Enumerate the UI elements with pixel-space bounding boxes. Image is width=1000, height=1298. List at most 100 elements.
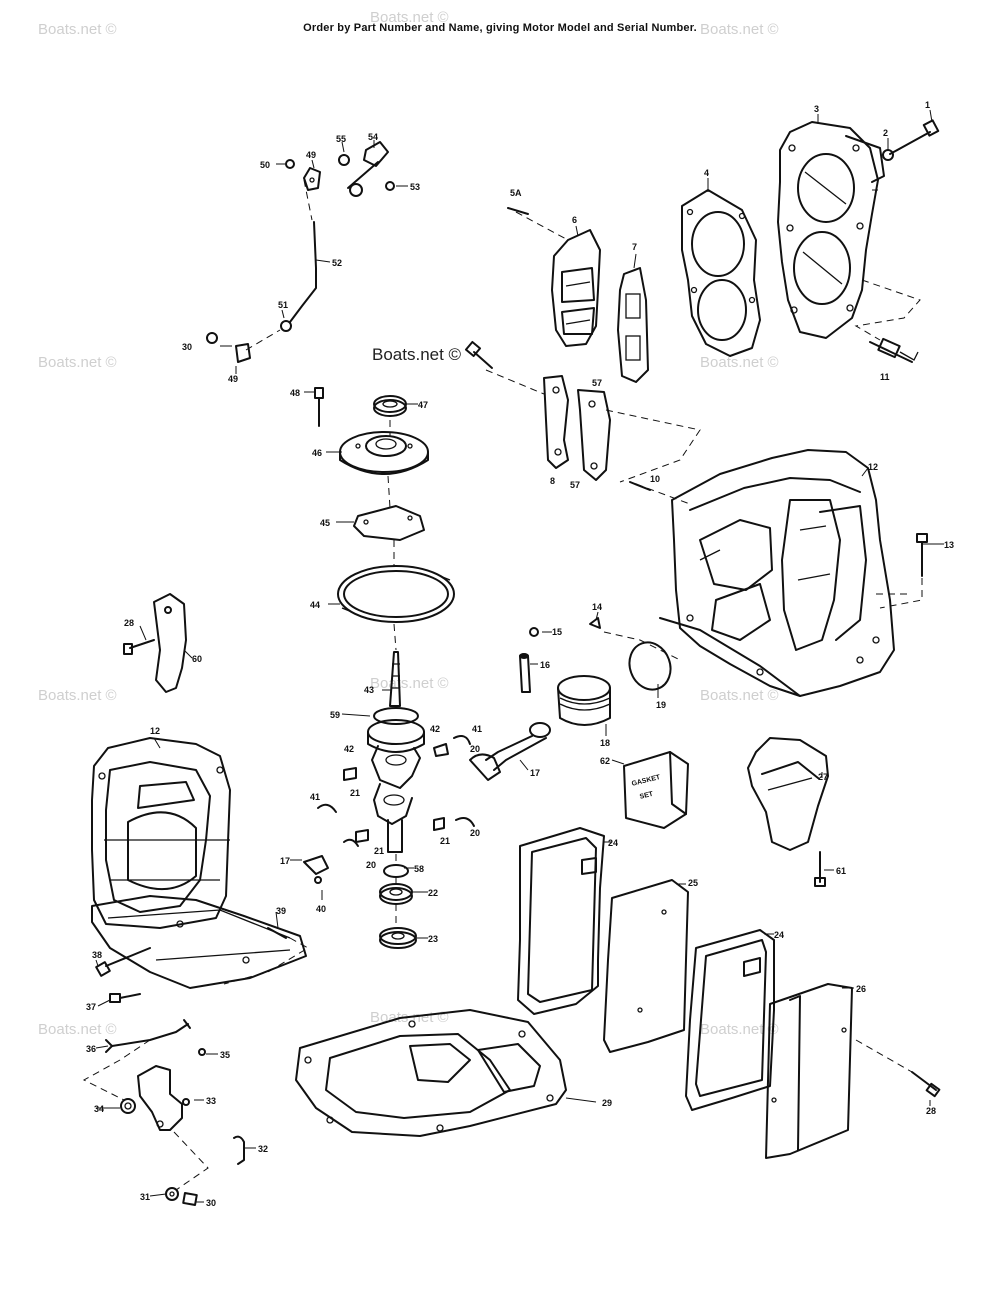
cover-gasket <box>617 267 649 383</box>
part-number-labels: 1 2 3 4 5A 6 7 8 10 11 12 12 13 14 15 16… <box>86 100 954 1208</box>
watermark: Boats.net © <box>38 1021 117 1038</box>
gasket-set-box: GASKET SET <box>623 751 689 829</box>
watermark: Boats.net © <box>700 1021 779 1038</box>
part-label: 8 <box>550 476 555 486</box>
part-label: 53 <box>410 182 420 192</box>
throttle-link-rod <box>206 221 317 363</box>
part-label: 29 <box>602 1098 612 1108</box>
part-label: 28 <box>926 1106 936 1116</box>
part-label: 12 <box>868 462 878 472</box>
bracket <box>123 593 187 693</box>
part-label: 12 <box>150 726 160 736</box>
part-label: 40 <box>316 904 326 914</box>
part-label: 14 <box>592 602 602 612</box>
gasket-plate <box>685 929 775 1111</box>
part-label: 49 <box>228 374 238 384</box>
part-label: 27 <box>818 772 828 782</box>
part-label: 17 <box>280 856 290 866</box>
gasket-set-line2: SET <box>639 791 655 801</box>
part-label: 34 <box>94 1104 104 1114</box>
cover-bolt <box>882 119 940 161</box>
watermark: Boats.net © <box>370 9 449 26</box>
part-label: 38 <box>92 950 102 960</box>
part-label: 4 <box>704 168 709 178</box>
part-label: 26 <box>856 984 866 994</box>
spark-plug <box>869 337 919 363</box>
upper-bearing-housing <box>339 431 429 475</box>
bolts-left <box>95 927 287 1003</box>
lower-seal <box>379 927 417 949</box>
gasket-plate <box>517 827 605 1015</box>
part-label: 37 <box>86 1002 96 1012</box>
page-header: Order by Part Number and Name, giving Mo… <box>303 22 697 34</box>
part-label: 43 <box>364 685 374 695</box>
throttle-cam <box>303 167 321 191</box>
part-label: 21 <box>440 836 450 846</box>
part-label: 20 <box>470 744 480 754</box>
crankshaft <box>367 651 425 853</box>
part-label: 23 <box>428 934 438 944</box>
throttle-lever <box>120 1048 206 1131</box>
part-label: 54 <box>368 132 378 142</box>
part-label: 42 <box>344 744 354 754</box>
part-label: 25 <box>688 878 698 888</box>
o-ring-plate <box>337 565 455 623</box>
part-label: 2 <box>883 128 888 138</box>
watermark-strong: Boats.net © <box>372 345 462 364</box>
part-label: 36 <box>86 1044 96 1054</box>
part-label: 7 <box>632 242 637 252</box>
part-label: 57 <box>592 378 602 388</box>
part-label: 55 <box>336 134 346 144</box>
cylinder-head-gasket <box>681 189 761 357</box>
watermarks: Boats.net © Boats.net © Boats.net © Boat… <box>38 9 779 1038</box>
ball-bearing <box>379 883 413 905</box>
part-label: 6 <box>572 215 577 225</box>
bearing-cages <box>303 735 475 884</box>
part-label: 47 <box>418 400 428 410</box>
watermark: Boats.net © <box>700 21 779 38</box>
part-label: 45 <box>320 518 330 528</box>
leader-lines <box>95 109 944 1203</box>
cylinder-head-cover <box>777 121 885 339</box>
part-label: 16 <box>540 660 550 670</box>
bolt <box>464 207 529 369</box>
part-label: 5A <box>510 188 522 198</box>
part-label: 11 <box>880 372 890 382</box>
part-label: 18 <box>600 738 610 748</box>
watermark: Boats.net © <box>38 21 117 38</box>
part-label: 30 <box>182 342 192 352</box>
cover <box>747 737 829 851</box>
part-label: 24 <box>608 838 618 848</box>
connecting-rod <box>469 722 551 781</box>
part-label: 49 <box>306 150 316 160</box>
screw <box>814 851 826 887</box>
wrist-pin <box>519 653 531 693</box>
part-label: 41 <box>310 792 320 802</box>
part-label: 58 <box>414 864 424 874</box>
watermark: Boats.net © <box>700 354 779 371</box>
cover-plate <box>765 983 853 1159</box>
base-gasket <box>295 1009 567 1137</box>
part-label: 17 <box>530 768 540 778</box>
part-label: 24 <box>774 930 784 940</box>
part-label: 52 <box>332 258 342 268</box>
bearing-seal <box>373 395 407 417</box>
watermark: Boats.net © <box>38 354 117 371</box>
watermark: Boats.net © <box>700 687 779 704</box>
part-label: 19 <box>656 700 666 710</box>
retainer-clip <box>529 617 601 637</box>
part-label: 59 <box>330 710 340 720</box>
watermark: Boats.net © <box>38 687 117 704</box>
part-label: 44 <box>310 600 320 610</box>
transfer-cover-plate <box>543 375 611 481</box>
part-label: 46 <box>312 448 322 458</box>
part-label: 48 <box>290 388 300 398</box>
needle-bearing <box>383 864 409 878</box>
part-label: 10 <box>650 474 660 484</box>
watermark: Boats.net © <box>370 675 449 692</box>
screw <box>314 387 324 427</box>
part-label: 28 <box>124 618 134 628</box>
part-label: 3 <box>814 104 819 114</box>
part-label: 60 <box>192 654 202 664</box>
